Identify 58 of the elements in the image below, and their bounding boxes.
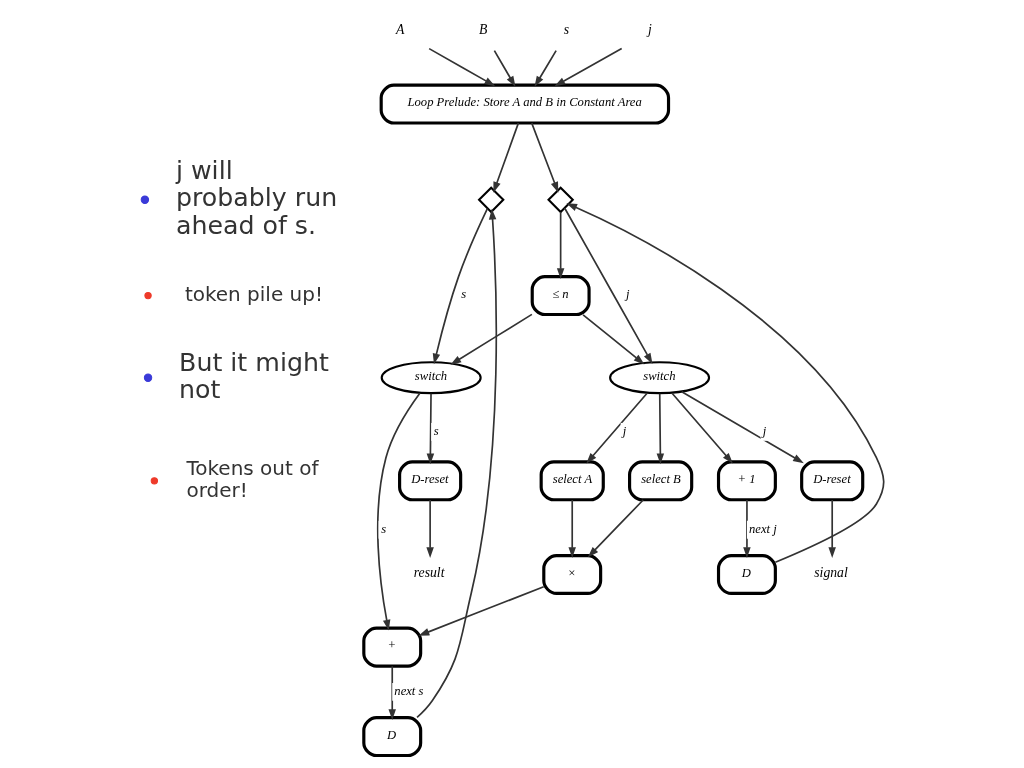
- node-box: select A: [539, 460, 605, 502]
- label: Tokens out of order!: [185, 455, 318, 502]
- arrow: [587, 499, 644, 558]
- node-box: ≤ n: [530, 275, 591, 317]
- node-box: D: [716, 553, 777, 596]
- edge-label: s: [433, 423, 439, 438]
- node-ellipse: switch: [380, 361, 482, 395]
- arrow: [493, 49, 515, 87]
- arrow: [418, 585, 545, 636]
- edge-label: next s: [393, 683, 423, 698]
- arrow: [742, 499, 751, 558]
- arrow: [530, 122, 558, 193]
- label: But it might not: [178, 347, 329, 404]
- node-box: D: [361, 716, 422, 758]
- node-box: select B: [627, 460, 693, 502]
- edge-label: next j: [748, 521, 777, 536]
- arrow: [565, 203, 884, 564]
- arrow: [567, 499, 576, 558]
- arrow: [534, 49, 557, 87]
- arrow: [554, 47, 623, 87]
- arrow: [563, 207, 652, 365]
- arrow: [827, 499, 836, 558]
- node-text: signal: [813, 565, 848, 581]
- node-box: D-reset: [799, 460, 864, 502]
- node-text: B: [478, 21, 487, 37]
- arrow: [387, 665, 396, 720]
- edge-label: j: [762, 423, 766, 438]
- arrow: [670, 392, 733, 464]
- label: j will probably run ahead of s.: [175, 155, 337, 240]
- node-box: +: [361, 626, 422, 668]
- label: token pile up!: [184, 281, 323, 306]
- node-box: + 1: [716, 460, 777, 502]
- node-diamond: [477, 186, 505, 214]
- arrow: [656, 392, 664, 465]
- arrow: [427, 47, 495, 87]
- node-text: result: [413, 565, 444, 581]
- arrow: [581, 313, 644, 365]
- node-diamond: [546, 186, 574, 214]
- edge-label: j: [625, 287, 629, 302]
- arrow: [585, 392, 648, 464]
- arrow: [680, 390, 804, 464]
- arrow: [426, 392, 434, 465]
- arrow: [432, 207, 488, 365]
- arrow: [556, 211, 564, 279]
- arrow: [449, 313, 533, 365]
- edge-label: s: [460, 287, 466, 302]
- edge-label: s: [380, 521, 386, 536]
- node-box: ×: [541, 553, 602, 596]
- edge-label: j: [622, 423, 626, 438]
- arrow: [492, 122, 519, 193]
- node-ellipse: switch: [608, 361, 710, 395]
- arrow: [415, 208, 497, 719]
- node-box: D-reset: [397, 460, 462, 502]
- node-text: j: [647, 21, 652, 37]
- node-box: Loop Prelude: Store A and B in Constant Area: [379, 83, 670, 125]
- arrow: [425, 499, 434, 558]
- node-text: s: [563, 21, 569, 37]
- node-text: A: [395, 21, 404, 37]
